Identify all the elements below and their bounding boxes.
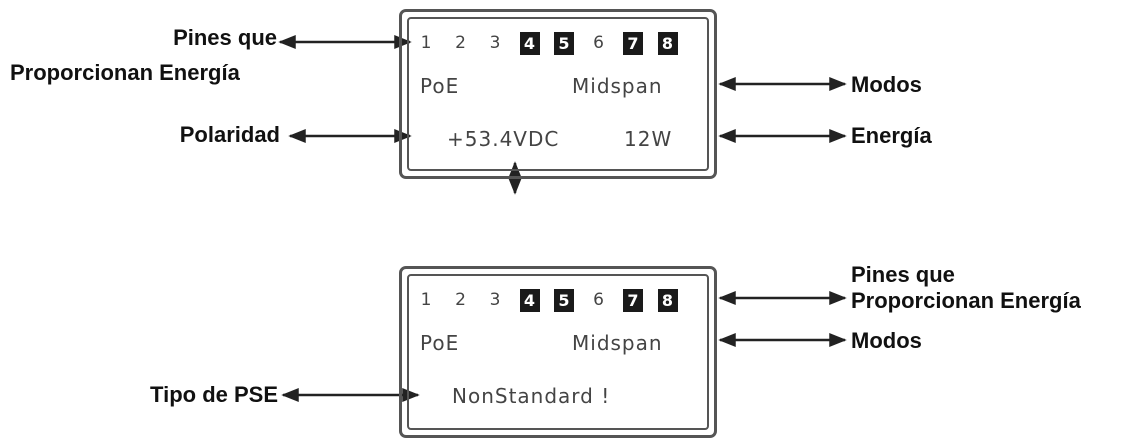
lcd-bottom-status: NonStandard ! xyxy=(452,384,611,408)
label-polarity: Polaridad xyxy=(179,122,280,147)
lcd-top-poe: PoE xyxy=(420,74,460,98)
pin-4: 4 xyxy=(519,32,540,55)
pin-3: 3 xyxy=(489,33,501,53)
lcd-bottom-mode: Midspan xyxy=(572,331,663,355)
pin-5: 5 xyxy=(554,32,574,55)
lcd-top-power: 12W xyxy=(624,127,673,151)
label-pse-type: Tipo de PSE xyxy=(150,382,278,407)
label-pins-top-line2: Proporcionan Energía xyxy=(10,60,240,85)
pin-8: 8 xyxy=(657,289,678,312)
pin-2: 2 xyxy=(455,290,466,310)
pin-1: 1 xyxy=(420,33,432,53)
lcd-display-top-frame xyxy=(407,17,709,171)
label-pins-bottom: Pines que Proporcionan Energía xyxy=(851,262,1081,313)
pin-7: 7 xyxy=(623,32,643,55)
label-modes-bottom: Modos xyxy=(851,328,922,353)
lcd-top-voltage: +53.4VDC xyxy=(447,127,560,151)
pin-2: 2 xyxy=(455,33,466,53)
label-pins-top: Pines que xyxy=(173,25,277,50)
pin-1: 1 xyxy=(420,290,432,310)
pin-6: 6 xyxy=(593,290,604,310)
lcd-display-bottom-frame xyxy=(407,274,709,430)
pin-6: 6 xyxy=(593,33,604,53)
lcd-bottom-poe: PoE xyxy=(420,331,460,355)
label-modes-top: Modos xyxy=(851,72,922,97)
pin-5: 5 xyxy=(554,289,574,312)
pin-3: 3 xyxy=(489,290,501,310)
pin-4: 4 xyxy=(519,289,540,312)
pin-7: 7 xyxy=(623,289,643,312)
label-power: Energía xyxy=(851,123,932,148)
lcd-top-mode: Midspan xyxy=(572,74,663,98)
pin-8: 8 xyxy=(657,32,678,55)
